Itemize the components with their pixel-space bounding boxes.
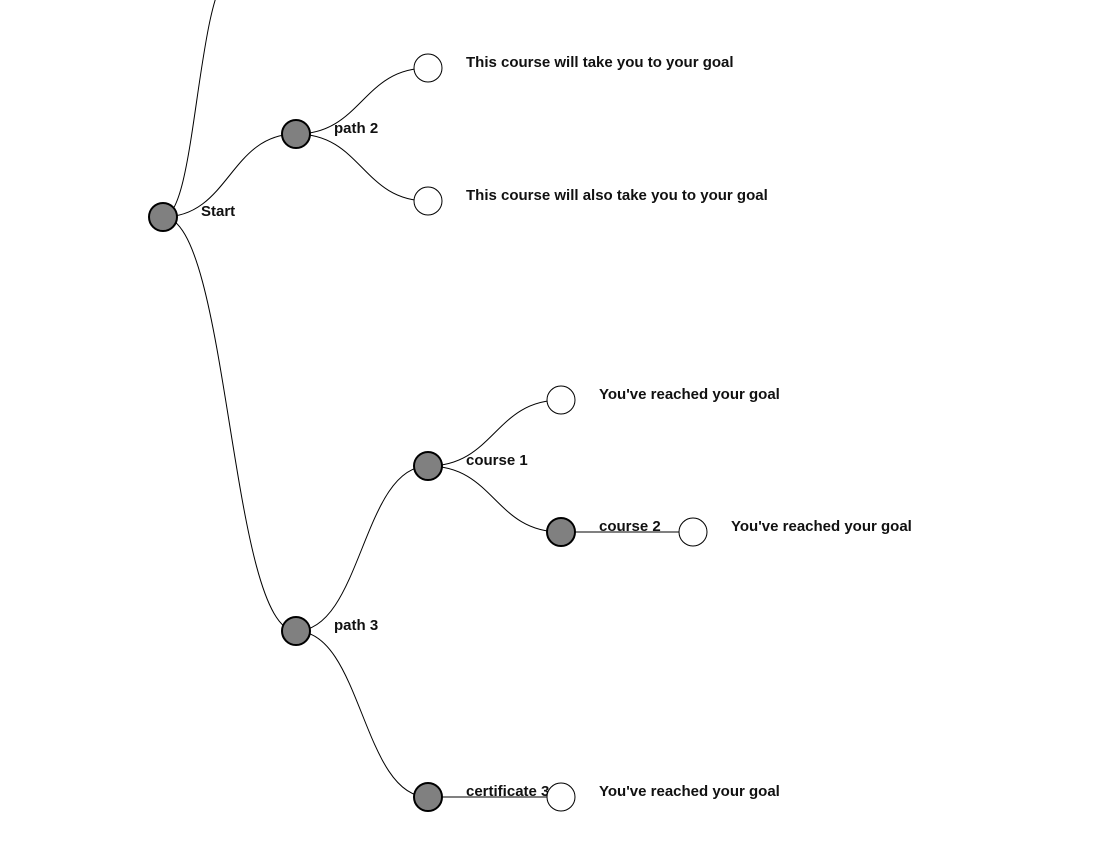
branch-node-circle[interactable] xyxy=(546,517,576,547)
node-label-goal-a: This course will take you to your goal xyxy=(466,54,734,71)
tree-node-course1[interactable]: course 1 xyxy=(413,451,528,481)
branch-node-circle[interactable] xyxy=(281,119,311,149)
node-label-path2: path 2 xyxy=(334,120,378,137)
link-course1-to-goal-c xyxy=(427,399,562,467)
goal-node-circle[interactable] xyxy=(678,517,708,547)
node-label-goal-d: You've reached your goal xyxy=(731,518,912,535)
goal-node-circle[interactable] xyxy=(546,782,576,812)
tree-links xyxy=(162,67,693,798)
link-path3-to-cert3 xyxy=(295,630,429,798)
tree-nodes: Start path 2 This course will take you to … xyxy=(148,53,912,812)
tree-node-goal-d[interactable]: You've reached your goal xyxy=(678,517,912,547)
goal-node-circle[interactable] xyxy=(546,385,576,415)
node-label-course1: course 1 xyxy=(466,452,528,469)
branch-node-circle[interactable] xyxy=(281,616,311,646)
goal-node-circle[interactable] xyxy=(413,186,443,216)
tree-node-root[interactable]: Start xyxy=(148,202,235,232)
offscreen-link xyxy=(162,0,216,218)
node-label-root: Start xyxy=(201,203,235,220)
goal-node-circle[interactable] xyxy=(413,53,443,83)
node-label-goal-b: This course will also take you to your g… xyxy=(466,187,768,204)
branch-node-circle[interactable] xyxy=(413,451,443,481)
node-label-course2: course 2 xyxy=(599,518,661,535)
node-label-goal-e: You've reached your goal xyxy=(599,783,780,800)
node-label-goal-c: You've reached your goal xyxy=(599,386,780,403)
node-label-path3: path 3 xyxy=(334,617,378,634)
link-course1-to-course2 xyxy=(427,465,562,533)
tree-node-goal-c[interactable]: You've reached your goal xyxy=(546,385,780,415)
branch-node-circle[interactable] xyxy=(148,202,178,232)
tree-node-goal-a[interactable]: This course will take you to your goal xyxy=(413,53,734,83)
link-path3-to-course1 xyxy=(295,465,429,632)
branch-node-circle[interactable] xyxy=(413,782,443,812)
tree-node-path3[interactable]: path 3 xyxy=(281,616,378,646)
tree-node-cert3[interactable]: certificate 3 xyxy=(413,782,549,812)
tree-node-course2[interactable]: course 2 xyxy=(546,517,661,547)
link-path2-to-goal-b xyxy=(295,133,429,202)
link-root-to-path2 xyxy=(162,133,297,218)
tree-node-goal-b[interactable]: This course will also take you to your g… xyxy=(413,186,768,216)
node-label-cert3: certificate 3 xyxy=(466,783,549,800)
tree-node-goal-e[interactable]: You've reached your goal xyxy=(546,782,780,812)
link-path2-to-goal-a xyxy=(295,67,429,135)
tree-node-path2[interactable]: path 2 xyxy=(281,119,378,149)
link-root-to-path3 xyxy=(162,216,297,632)
